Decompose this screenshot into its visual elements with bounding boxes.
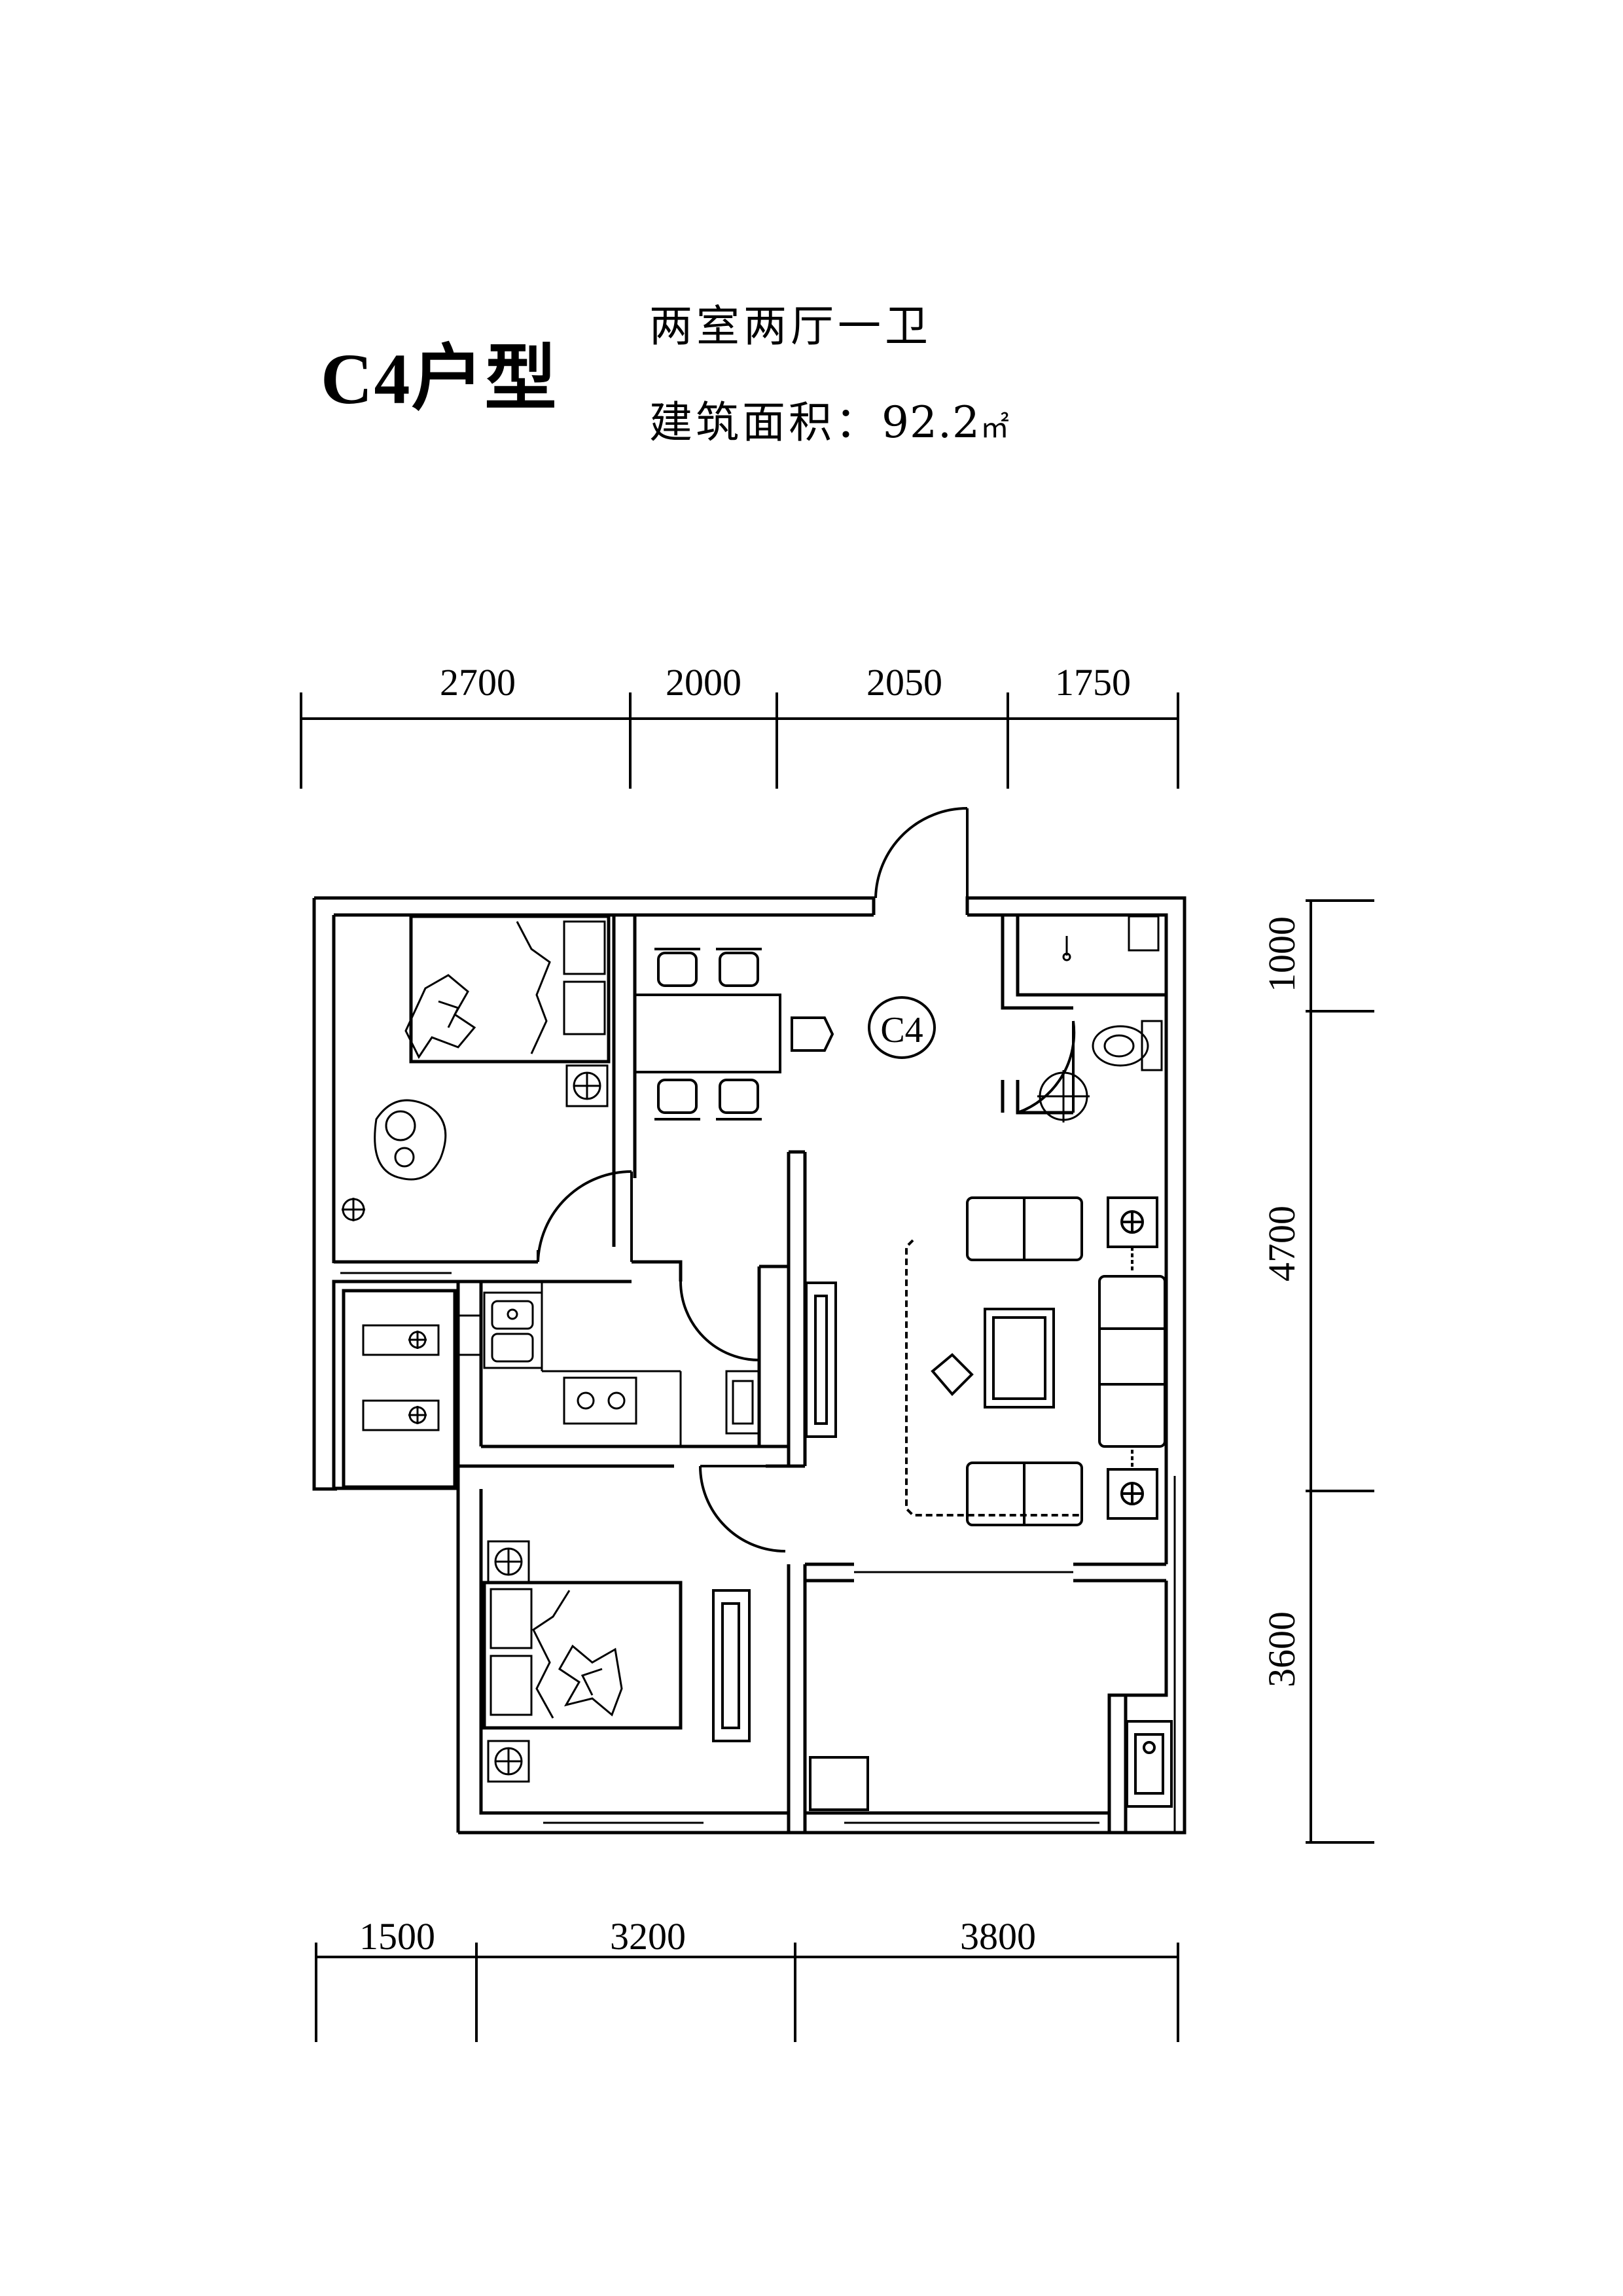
room-tag: C4 <box>868 996 936 1059</box>
dimension-right: 1000 4700 3600 <box>1260 899 1374 1844</box>
bed-master <box>404 914 611 1107</box>
unit-layout-subtitle: 两室两厅一卫 <box>649 301 932 351</box>
dimension-top: 2700 2000 2050 1750 <box>300 661 1179 789</box>
dim-top-2: 2000 <box>666 661 741 704</box>
study-furniture <box>809 1720 1173 1811</box>
dim-top-4: 1750 <box>1055 661 1131 704</box>
dim-bottom-3: 3800 <box>960 1915 1036 1958</box>
bathroom-fixtures <box>1037 915 1163 1122</box>
floor-lamp-icon <box>342 1198 365 1221</box>
building-area-label: 建筑面积： <box>649 397 882 448</box>
page-title: C4户型 <box>321 339 558 419</box>
doors <box>537 807 1076 1552</box>
dim-right-1: 1000 <box>1260 916 1303 992</box>
room-tag-label: C4 <box>880 1010 923 1050</box>
dimension-bottom: 1500 3200 3800 <box>315 1915 1179 2042</box>
dining-table <box>633 948 834 1121</box>
armchair-bedroom <box>374 1099 447 1181</box>
sofa-set <box>905 1196 1166 1526</box>
tv-cabinet <box>805 1282 837 1438</box>
building-area-unit: ㎡ <box>980 411 1009 444</box>
wardrobe <box>712 1589 751 1742</box>
kitchen-fixtures <box>483 1282 760 1446</box>
dim-bottom-2: 3200 <box>610 1915 686 1958</box>
bed-second <box>482 1540 683 1783</box>
balcony-planters <box>362 1314 481 1431</box>
dim-bottom-1: 1500 <box>359 1915 435 1958</box>
dim-top-3: 2050 <box>866 661 942 704</box>
dim-top-1: 2700 <box>440 661 516 704</box>
dim-right-3: 3600 <box>1260 1611 1303 1687</box>
dim-right-2: 4700 <box>1260 1206 1303 1282</box>
building-area-value: 92.2 <box>882 397 980 448</box>
building-area: 建筑面积：92.2㎡ <box>649 387 1009 450</box>
